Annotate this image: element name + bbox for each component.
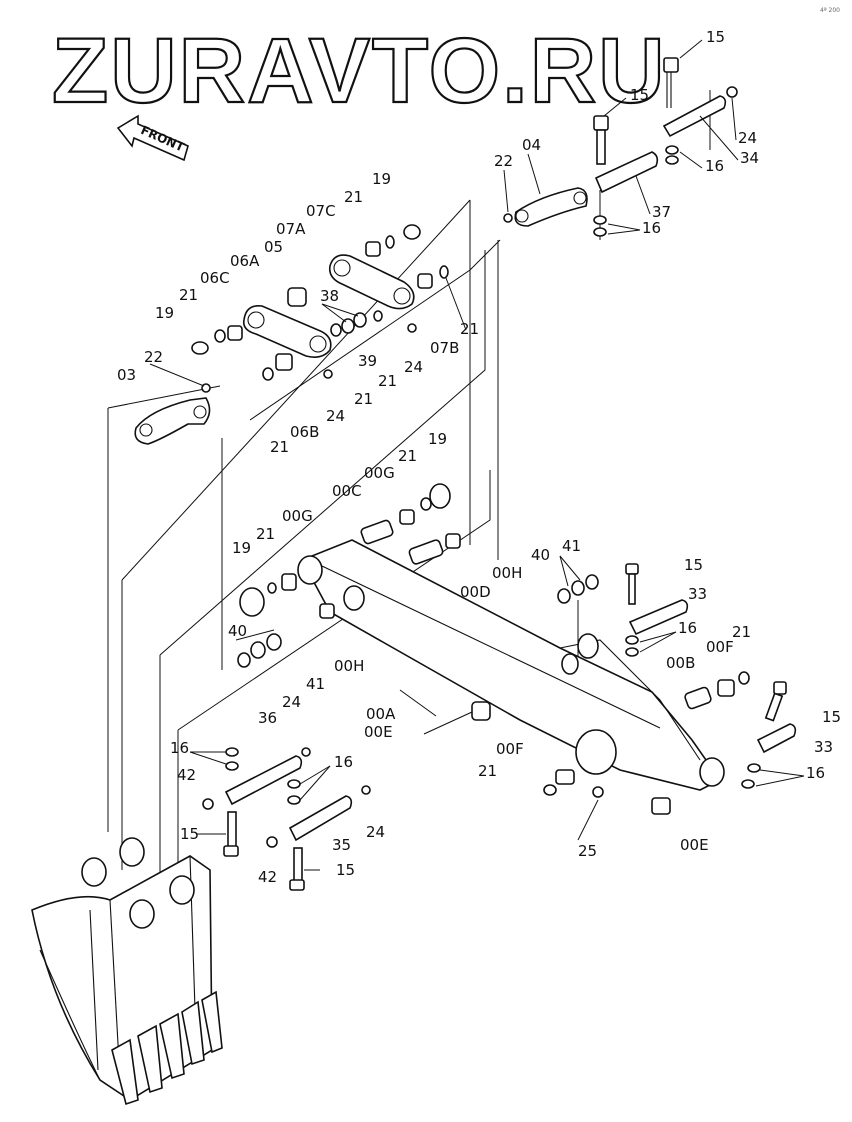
part-label-24: 24 — [738, 129, 757, 147]
part-label-03: 03 — [117, 366, 136, 384]
part-label-16: 16 — [170, 739, 189, 757]
part-label-15: 15 — [336, 861, 355, 879]
part-label-16: 16 — [705, 157, 724, 175]
part-label-15: 15 — [180, 825, 199, 843]
part-label-00b: 00B — [666, 654, 695, 672]
part-label-19: 19 — [428, 430, 447, 448]
assembly-lines — [107, 90, 711, 900]
part-label-06a: 06A — [230, 252, 260, 270]
part-label-34: 34 — [740, 149, 759, 167]
part-label-39: 39 — [358, 352, 377, 370]
part-label-00e: 00E — [364, 723, 393, 741]
lower-pins — [202, 747, 371, 891]
part-label-15: 15 — [684, 556, 703, 574]
part-label-22: 22 — [494, 152, 513, 170]
part-label-22: 22 — [144, 348, 163, 366]
part-label-24: 24 — [404, 358, 423, 376]
part-label-07c: 07C — [306, 202, 336, 220]
corner-code: 4ª 200 — [820, 7, 840, 14]
part-label-00h: 00H — [492, 564, 522, 582]
part-label-00c: 00C — [332, 482, 362, 500]
part-label-21: 21 — [256, 525, 275, 543]
link-04 — [503, 187, 588, 227]
part-label-16: 16 — [642, 219, 661, 237]
bucket — [31, 837, 223, 1106]
part-label-24: 24 — [282, 693, 301, 711]
part-label-40: 40 — [228, 622, 247, 640]
part-label-42: 42 — [258, 868, 277, 886]
part-label-24: 24 — [366, 823, 385, 841]
part-label-00g: 00G — [364, 464, 395, 482]
part-label-05: 05 — [264, 238, 283, 256]
part-label-24: 24 — [326, 407, 345, 425]
arm-00a — [297, 539, 725, 791]
part-label-33: 33 — [814, 738, 833, 756]
part-label-16: 16 — [678, 619, 697, 637]
part-label-06b: 06B — [290, 423, 319, 441]
link-07a — [328, 254, 415, 310]
part-label-00h: 00H — [334, 657, 364, 675]
part-label-19: 19 — [232, 539, 251, 557]
bushings-upper — [191, 224, 449, 381]
part-label-21: 21 — [270, 438, 289, 456]
part-label-36: 36 — [258, 709, 277, 727]
part-label-37: 37 — [652, 203, 671, 221]
part-label-21: 21 — [354, 390, 373, 408]
part-label-00f: 00F — [496, 740, 524, 758]
part-label-25: 25 — [578, 842, 597, 860]
part-label-15: 15 — [630, 86, 649, 104]
label-leaders — [149, 39, 805, 871]
part-label-00d: 00D — [460, 583, 491, 601]
part-label-21: 21 — [478, 762, 497, 780]
link-06a — [242, 304, 332, 358]
part-label-04: 04 — [522, 136, 541, 154]
part-label-19: 19 — [372, 170, 391, 188]
part-label-21: 21 — [179, 286, 198, 304]
watermark-text: ZURAVTO.RU — [52, 20, 667, 122]
part-label-21: 21 — [378, 372, 397, 390]
part-label-07a: 07A — [276, 220, 306, 238]
part-label-21: 21 — [344, 188, 363, 206]
part-label-16: 16 — [806, 764, 825, 782]
part-label-38: 38 — [320, 287, 339, 305]
front-arrow-icon: FRONT — [116, 114, 189, 162]
part-label-00a: 00A — [366, 705, 396, 723]
part-label-21: 21 — [460, 320, 479, 338]
part-label-41: 41 — [306, 675, 325, 693]
part-label-40: 40 — [531, 546, 550, 564]
part-label-06c: 06C — [200, 269, 230, 287]
side-pins — [625, 563, 797, 789]
part-label-35: 35 — [332, 836, 351, 854]
part-label-41: 41 — [562, 537, 581, 555]
part-label-00f: 00F — [706, 638, 734, 656]
bushings-arm — [237, 483, 750, 815]
part-label-16: 16 — [334, 753, 353, 771]
part-label-19: 19 — [155, 304, 174, 322]
part-label-15: 15 — [706, 28, 725, 46]
part-label-15: 15 — [822, 708, 841, 726]
upper-pins — [593, 57, 738, 237]
part-label-42: 42 — [177, 766, 196, 784]
part-label-07b: 07B — [430, 339, 459, 357]
part-label-21: 21 — [732, 623, 751, 641]
link-03 — [134, 383, 211, 445]
part-label-00g: 00G — [282, 507, 313, 525]
part-label-33: 33 — [688, 585, 707, 603]
part-label-00e: 00E — [680, 836, 709, 854]
part-label-21: 21 — [398, 447, 417, 465]
